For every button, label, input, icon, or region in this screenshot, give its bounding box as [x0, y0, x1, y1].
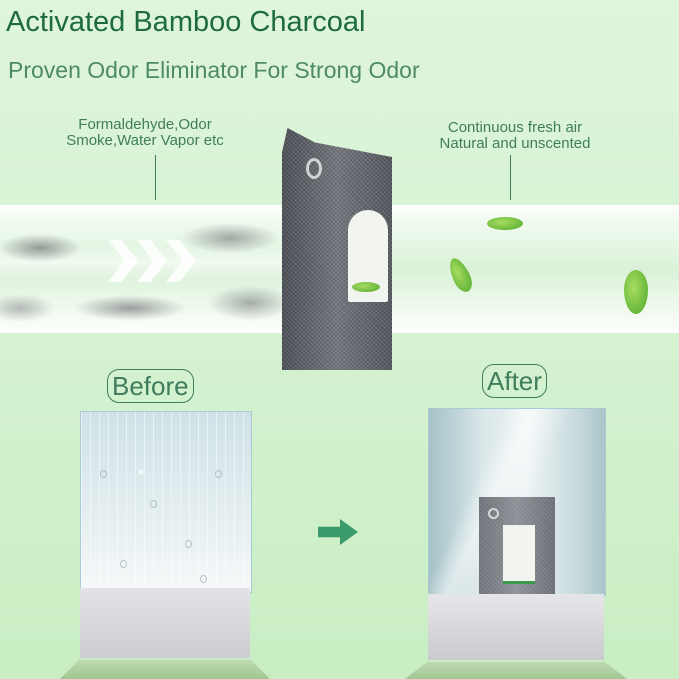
fresh-air-label-line2: Natural and unscented: [439, 135, 591, 152]
bag-hang-hole: [306, 158, 322, 179]
pointer-line: [155, 155, 156, 200]
leaf-icon: [487, 217, 523, 230]
pointer-line: [510, 155, 511, 200]
after-pedestal: [428, 594, 604, 660]
before-display-case: [80, 411, 252, 593]
pollutants-label-line1: Formaldehyde,Odor: [78, 116, 212, 133]
leaf-icon: [352, 282, 380, 292]
bag-hang-hole: [488, 508, 499, 519]
fresh-air-label-line1: Continuous fresh air: [447, 119, 583, 136]
water-droplet-icon: [185, 540, 192, 548]
after-floor-shadow: [405, 662, 627, 679]
smoke-illustration: [0, 208, 290, 330]
fresh-air-label: Continuous fresh air Natural and unscent…: [410, 120, 620, 152]
pollutants-label: Formaldehyde,Odor Smoke,Water Vapor etc: [40, 117, 250, 149]
water-droplet-icon: [150, 500, 157, 508]
after-label: After: [482, 364, 547, 398]
water-droplet-icon: [200, 575, 207, 583]
water-droplet-icon: [120, 560, 127, 568]
page-subtitle: Proven Odor Eliminator For Strong Odor: [8, 57, 420, 83]
bag-label: [503, 525, 535, 584]
before-pedestal: [80, 588, 250, 658]
right-arrow-icon: [318, 519, 358, 545]
page-title: Activated Bamboo Charcoal: [6, 6, 366, 38]
before-floor-shadow: [60, 660, 270, 679]
leaf-icon: [624, 270, 648, 314]
water-droplet-icon: [100, 470, 107, 478]
before-label: Before: [107, 369, 194, 403]
pollutants-label-line2: Smoke,Water Vapor etc: [66, 132, 224, 149]
water-droplet-icon: [215, 470, 222, 478]
